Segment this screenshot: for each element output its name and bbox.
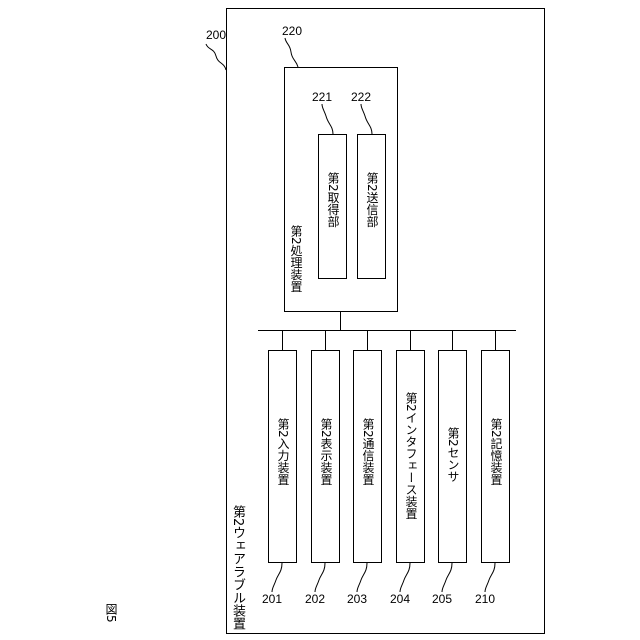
leader-line — [357, 563, 367, 592]
leader-line — [272, 563, 282, 592]
leader-line — [361, 104, 372, 134]
leader-line — [485, 563, 495, 592]
leader-line — [285, 38, 298, 67]
leader-line — [322, 104, 333, 134]
leader-line — [206, 44, 226, 70]
leader-line — [315, 563, 325, 592]
leader-line — [442, 563, 452, 592]
leader-line — [400, 563, 410, 592]
